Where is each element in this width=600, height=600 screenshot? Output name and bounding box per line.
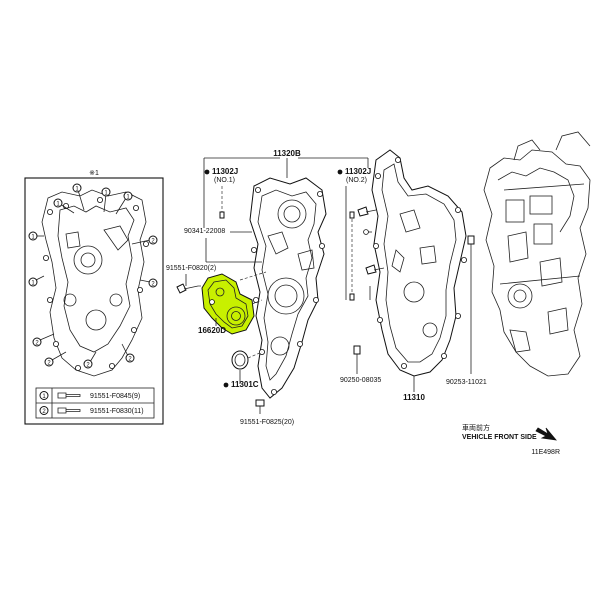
- legend-number-2: [39, 406, 49, 415]
- callout-90253-11021: 90253-11021: [446, 379, 487, 386]
- callout-91551-f0825: 91551-F0825(20): [240, 419, 294, 426]
- svg-text:1: 1: [126, 195, 130, 201]
- callout-90341-22008: 90341-22008: [184, 228, 225, 235]
- chain-case-bolt-mid: [365, 264, 385, 275]
- svg-text:1: 1: [104, 191, 108, 197]
- direction-label-en: VEHICLE FRONT SIDE: [462, 434, 537, 441]
- bolt-legend-table: 1 91551-F0845(9) 2 91551-F0830(11): [35, 387, 155, 419]
- callout-11302j-no1: 11302J: [212, 167, 238, 176]
- svg-text:1: 1: [56, 202, 60, 208]
- inset-callout-markers: 1 1 1 1 1 2 1 2 2 2 2 2: [28, 183, 158, 369]
- callout-11320b: 11320B: [273, 149, 301, 158]
- highlighted-part-16620d[interactable]: [201, 273, 255, 335]
- svg-text:2: 2: [42, 409, 46, 415]
- svg-text:1: 1: [75, 187, 79, 193]
- detail-inset-box: ※1 1: [24, 170, 164, 425]
- chain-case-11310: [371, 149, 467, 377]
- callout-91551-f0820: 91551-F0820(2): [166, 265, 216, 272]
- legend-part-1: 91551-F0845(9): [90, 393, 140, 400]
- vehicle-front-side-indicator: 車両前方 VEHICLE FRONT SIDE: [462, 423, 557, 441]
- legend-part-2: 91551-F0830(11): [90, 408, 144, 415]
- callout-16620d: 16620D: [198, 326, 226, 335]
- svg-text:1: 1: [42, 394, 46, 400]
- bolt-icon: [57, 407, 81, 414]
- chain-case-bolt-top: [357, 206, 377, 217]
- figure-id: 11E498R: [531, 449, 560, 456]
- callout-90250-08035: 90250-08035: [340, 377, 381, 384]
- direction-label-jp: 車両前方: [462, 423, 490, 432]
- svg-text:2: 2: [151, 282, 155, 288]
- callout-11302j-no2-sub: (NO.2): [346, 177, 367, 184]
- svg-text:2: 2: [47, 361, 51, 367]
- dowel-pin-90250-08035: [353, 345, 361, 355]
- svg-text:2: 2: [86, 363, 90, 369]
- legend-number-1: [39, 391, 49, 400]
- direction-arrow-icon: [535, 427, 557, 441]
- timing-cover-11320b: [249, 177, 327, 399]
- callout-11310: 11310: [403, 393, 425, 402]
- bolt-icon: [57, 392, 81, 399]
- pin-90253-11021: [467, 235, 475, 245]
- bolt-91551-f0820: [176, 283, 199, 294]
- oil-seal-11301c: [231, 350, 249, 370]
- callout-11302j-no2: 11302J: [345, 167, 371, 176]
- callout-11302j-no1-sub: (NO.1): [214, 177, 235, 184]
- svg-text:2: 2: [151, 239, 155, 245]
- detail-inset-title: ※1: [89, 170, 99, 177]
- svg-text:1: 1: [31, 235, 35, 241]
- svg-text:2: 2: [35, 341, 39, 347]
- svg-text:1: 1: [31, 281, 35, 287]
- inset-cover-drawing: [41, 189, 149, 377]
- bolt-91551-f0825: [255, 399, 265, 414]
- engine-block-outline: [483, 131, 591, 377]
- svg-text:2: 2: [128, 357, 132, 363]
- callout-11301c: 11301C: [231, 380, 259, 389]
